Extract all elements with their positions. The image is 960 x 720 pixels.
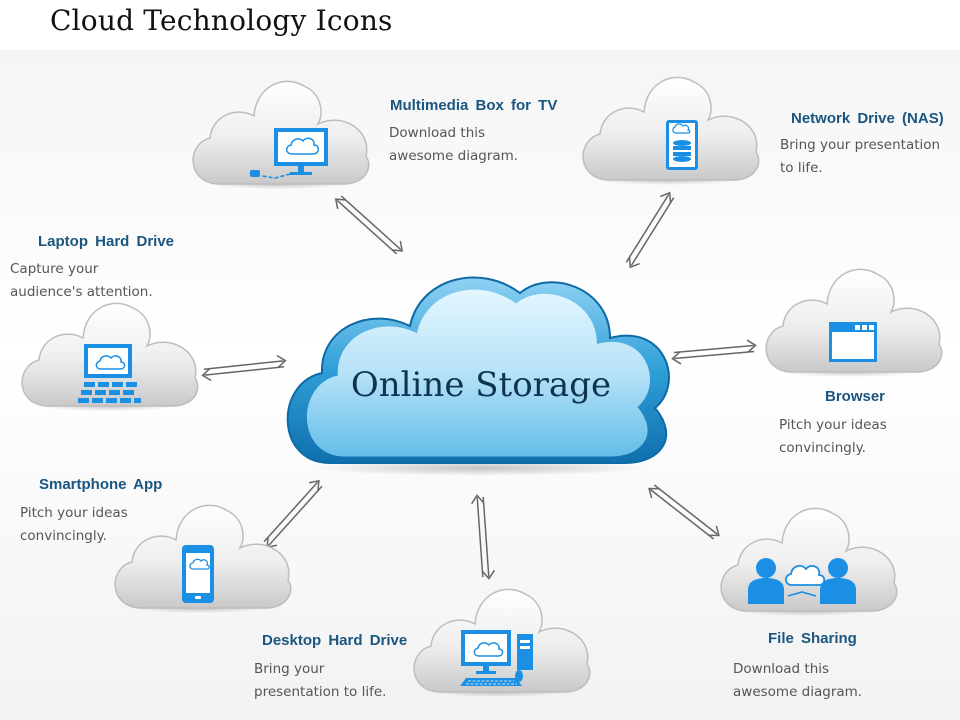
nas-cloud <box>582 76 760 185</box>
page-title: Cloud Technology Icons <box>50 4 393 37</box>
multimedia-title: Multimedia Box for TV <box>390 97 558 114</box>
laptop-title: Laptop Hard Drive <box>38 233 175 250</box>
connector-arrow-filesharing <box>644 478 724 546</box>
browser-cloud <box>765 268 943 377</box>
monitor-cloud-icon <box>250 128 328 179</box>
browser-window-icon <box>829 322 877 362</box>
network-drive-icon <box>666 120 698 170</box>
online-storage-cloud: Online Storage <box>286 276 670 476</box>
nas-title: Network Drive (NAS) <box>791 110 944 127</box>
filesharing-cloud <box>720 507 898 616</box>
smartphone-title: Smartphone App <box>39 476 163 493</box>
smartphone-description: Pitch your ideas convincingly. <box>20 505 128 544</box>
connector-arrow-desktop <box>470 493 496 581</box>
laptop-icon <box>78 344 141 403</box>
connector-arrow-laptop <box>200 353 288 383</box>
nas-description: Bring your presentation to life. <box>780 137 941 176</box>
laptop-cloud <box>21 302 199 411</box>
filesharing-description: Download this awesome diagram. <box>733 661 863 700</box>
multimedia-cloud <box>192 80 370 189</box>
laptop-description: Capture your audience's attention. <box>10 261 153 300</box>
multimedia-description: Download this awesome diagram. <box>389 125 519 164</box>
connector-arrow-nas <box>619 188 681 272</box>
browser-title: Browser <box>825 388 886 405</box>
desktop-title: Desktop Hard Drive <box>262 632 408 649</box>
smartphone-cloud <box>114 504 292 613</box>
filesharing-title: File Sharing <box>768 630 857 647</box>
browser-description: Pitch your ideas convincingly. <box>779 417 887 456</box>
online-storage-label: Online Storage <box>351 365 611 405</box>
desktop-computer-icon <box>460 630 533 686</box>
smartphone-icon <box>182 545 214 603</box>
connector-arrow-smartphone <box>257 476 329 552</box>
people-sharing-icon <box>748 558 856 604</box>
desktop-cloud <box>413 588 591 697</box>
desktop-description: Bring your presentation to life. <box>254 661 387 700</box>
connector-arrow-browser <box>670 338 758 366</box>
connector-arrow-multimedia <box>331 189 407 261</box>
